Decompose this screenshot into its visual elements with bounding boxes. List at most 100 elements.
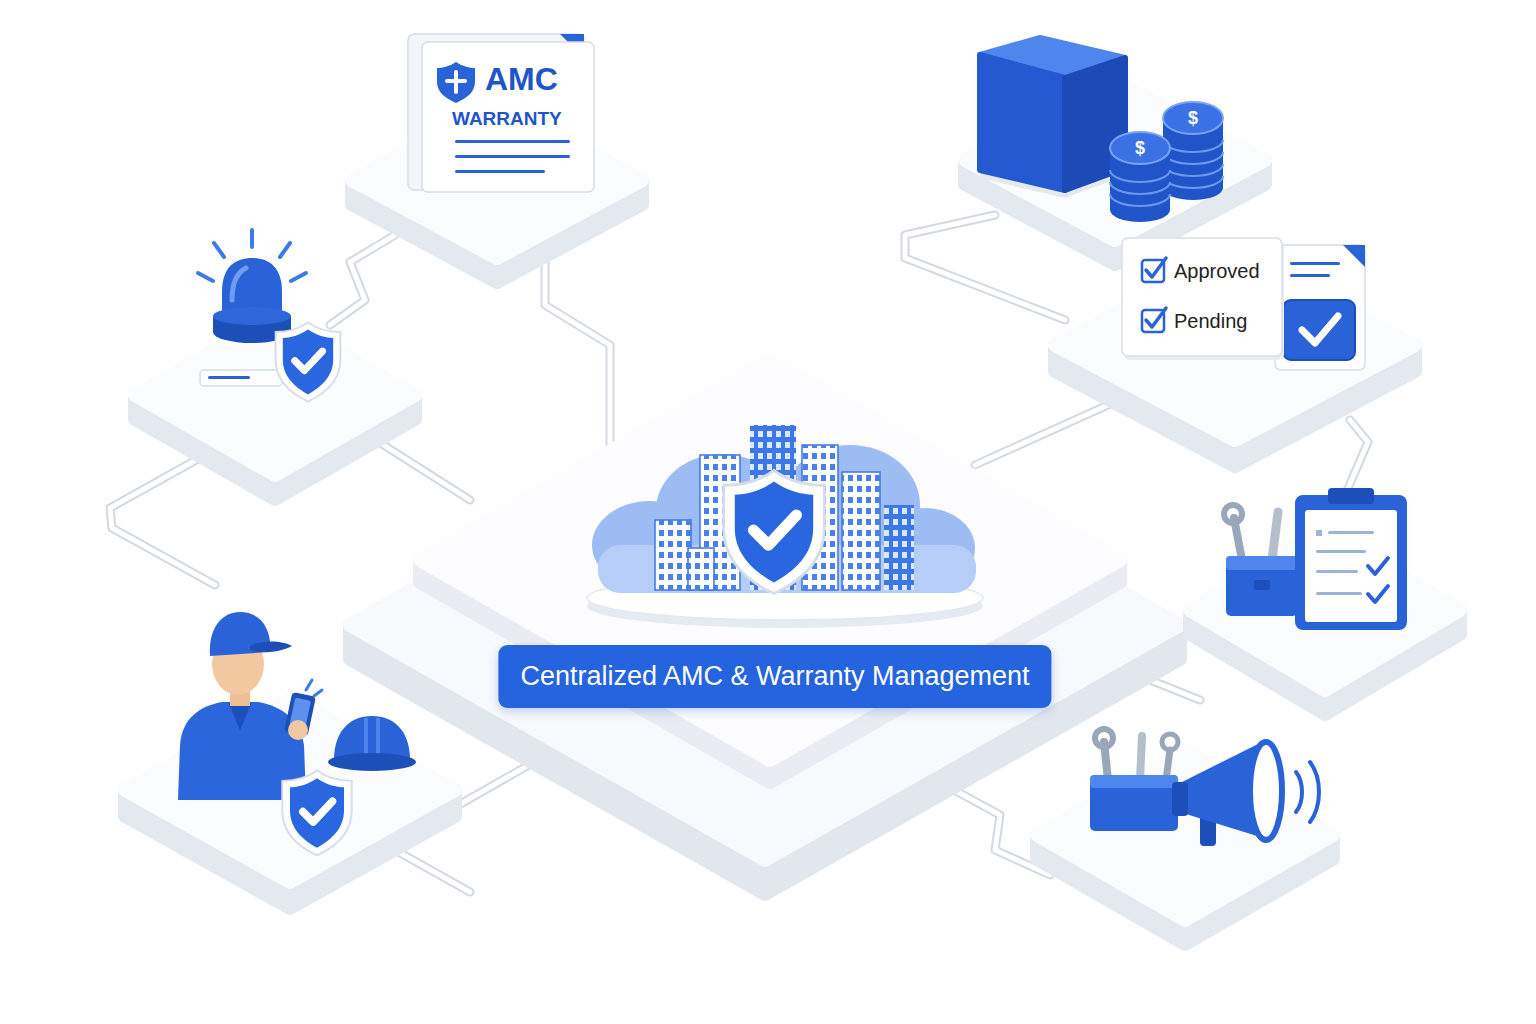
- approval-checklist-icon: [1343, 245, 1365, 267]
- approval-checklist-icon: [1146, 308, 1166, 327]
- cloud-city-illustration: [587, 425, 983, 628]
- box-coins-icon: [1110, 182, 1170, 194]
- alarm-beacon-icon: [232, 268, 246, 300]
- cloud-city-illustration: [655, 520, 691, 590]
- tools-clipboard-icon: [1224, 488, 1407, 630]
- tools-clipboard-icon: [1254, 580, 1270, 590]
- box-coins-icon: [980, 38, 1223, 222]
- approval-checklist-icon: [1302, 316, 1338, 343]
- box-coins-icon: [1163, 164, 1223, 176]
- cloud-city-illustration: [655, 520, 691, 590]
- approval-checklist-icon: [1146, 258, 1166, 277]
- alarm-beacon-icon: [280, 243, 290, 257]
- megaphone-toolbox-icon: [1310, 762, 1319, 822]
- document-heading: AMC: [485, 60, 558, 98]
- box-coins-icon: [1163, 140, 1223, 188]
- cable-wire: [330, 235, 395, 325]
- central-platform: Centralized AMC & Warranty Management: [430, 465, 1120, 730]
- approval-checklist-icon: [1290, 262, 1340, 265]
- approval-checklist-icon: [1122, 238, 1365, 370]
- approval-checklist-icon: [1275, 245, 1365, 370]
- tools-clipboard-icon: [1305, 510, 1397, 622]
- technician-figure: [282, 771, 351, 856]
- cable-wire: [395, 850, 470, 892]
- warranty-document-icon: [455, 155, 570, 158]
- cloud-city-illustration: [842, 472, 880, 590]
- technician-figure: [178, 612, 416, 855]
- cable-wire: [110, 215, 1368, 892]
- title-pill: Centralized AMC & Warranty Management: [498, 645, 1051, 708]
- tools-clipboard-icon: [1328, 531, 1374, 534]
- alarm-beacon-icon: [213, 307, 291, 325]
- tools-clipboard-icon: [1226, 556, 1298, 616]
- cloud-city-illustration: [884, 505, 914, 590]
- alarm-beacon-icon: [200, 370, 282, 386]
- box-coins-icon: [1163, 140, 1223, 152]
- approval-checklist-icon: [1283, 300, 1355, 360]
- cable-wire: [110, 215, 1368, 892]
- alarm-beacon-icon: [198, 273, 213, 281]
- megaphone-toolbox-icon: [1090, 729, 1319, 846]
- megaphone-toolbox-icon: [1095, 729, 1113, 747]
- technician-figure: [288, 720, 308, 740]
- approval-checklist-icon: [1290, 274, 1330, 277]
- box-coins-icon: [980, 55, 1065, 190]
- platform: [350, 390, 1180, 860]
- megaphone-toolbox-icon: [1090, 775, 1178, 788]
- alarm-beacon-icon: [291, 273, 306, 281]
- megaphone-toolbox-icon: [1140, 736, 1142, 780]
- warranty-document-icon: [437, 62, 475, 103]
- status-text: Pending: [1174, 309, 1247, 333]
- warranty-document-icon: [408, 34, 594, 192]
- platform: [135, 315, 415, 475]
- alarm-beacon-icon: [250, 230, 254, 247]
- tools-clipboard-icon: [1316, 570, 1358, 573]
- technician-figure: [328, 753, 416, 771]
- currency-symbol: $: [1135, 139, 1145, 157]
- status-text: Approved: [1174, 259, 1260, 283]
- cloud-city-illustration: [688, 548, 714, 590]
- cable-wire: [330, 235, 395, 325]
- alarm-beacon-icon: [208, 376, 250, 379]
- box-coins-icon: [1110, 170, 1170, 206]
- technician-figure: [366, 718, 378, 758]
- warranty-document-icon: [455, 170, 545, 173]
- platform: [420, 360, 1120, 760]
- platform: [1037, 750, 1333, 920]
- platform: [125, 698, 455, 882]
- technician-figure: [250, 642, 292, 653]
- cable-wire: [110, 455, 215, 585]
- alarm-beacon-icon: [214, 243, 224, 257]
- cloud-city-illustration: [688, 548, 714, 590]
- warranty-document-icon: [455, 140, 570, 143]
- box-coins-icon: [1163, 176, 1223, 200]
- box-coins-icon: [1163, 152, 1223, 164]
- tools-clipboard-icon: [1328, 488, 1374, 504]
- technician-figure: [306, 680, 322, 696]
- megaphone-toolbox-icon: [1250, 742, 1282, 840]
- tools-clipboard-icon: [1224, 505, 1242, 523]
- box-coins-icon: [1163, 102, 1223, 134]
- warranty-document-icon: [447, 72, 465, 92]
- cloud-city-illustration: [842, 472, 880, 590]
- megaphone-toolbox-icon: [1296, 772, 1302, 812]
- tools-clipboard-icon: [1368, 558, 1388, 574]
- cloud-city-illustration: [724, 470, 825, 593]
- tools-clipboard-icon: [1316, 592, 1362, 595]
- cable-wire: [395, 850, 470, 892]
- cloud-city-illustration: [884, 505, 914, 590]
- box-coins-icon: [1110, 194, 1170, 206]
- tools-clipboard-icon: [1272, 512, 1278, 560]
- tools-clipboard-icon: [1295, 495, 1407, 630]
- box-coins-icon: [1110, 170, 1170, 182]
- warranty-document: AMCWARRANTY: [422, 42, 594, 192]
- cable-wire: [110, 455, 215, 585]
- tools-clipboard-icon: [1316, 530, 1322, 536]
- technician-figure: [228, 702, 252, 730]
- box-coins-icon: [1110, 132, 1170, 164]
- currency-symbol: $: [1188, 109, 1198, 127]
- platform: [125, 80, 1460, 944]
- tools-clipboard-icon: [1316, 530, 1374, 595]
